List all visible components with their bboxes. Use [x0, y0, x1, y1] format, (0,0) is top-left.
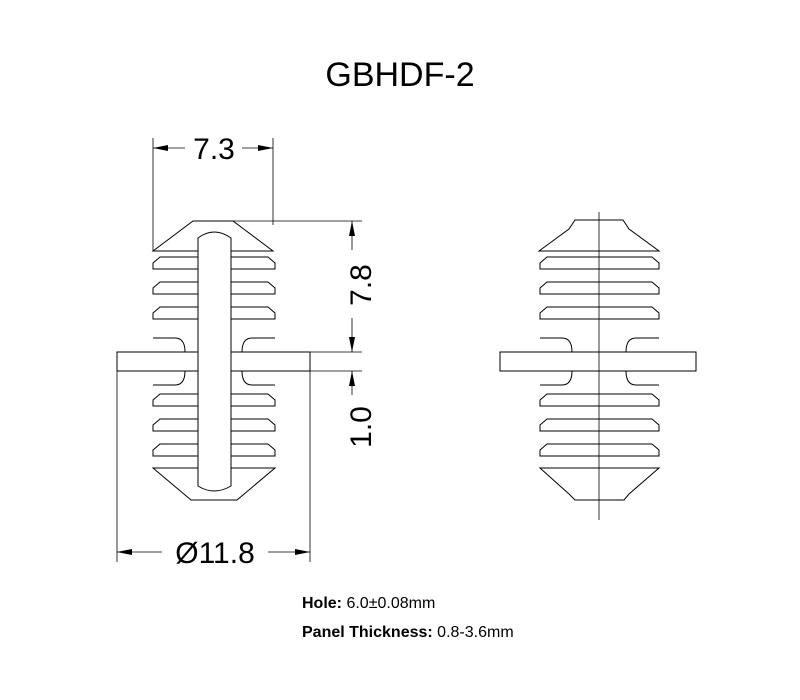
part-title: GBHDF-2 [325, 56, 475, 94]
arrow-icon [349, 337, 355, 352]
right-lower-neck [540, 370, 573, 386]
left-upper-neck [153, 337, 186, 353]
panel-thickness-label: Panel Thickness: [302, 624, 433, 641]
arrow-icon [117, 549, 132, 555]
left-tip [151, 467, 277, 501]
left-part-view [116, 220, 311, 501]
left-lower-fin [152, 418, 276, 432]
right-upper-neck [540, 337, 573, 353]
right-flange [499, 351, 697, 372]
right-upper-fin [539, 281, 660, 295]
left-lower-fin [152, 393, 276, 407]
left-upper-neck [241, 337, 275, 353]
left-lower-fin [152, 443, 276, 457]
hole-spec: Hole: 6.0±0.08mm [302, 595, 435, 613]
dimension-diameter: Ø11.8 [175, 537, 255, 570]
right-lower-fin [539, 443, 660, 457]
left-upper-fin [152, 281, 276, 295]
right-upper-fin [539, 306, 660, 320]
dimension-upper-height: 7.8 [345, 264, 378, 306]
right-tip [538, 467, 661, 501]
right-cap [537, 219, 661, 252]
right-upper-fin [539, 256, 660, 270]
left-lower-neck [241, 370, 275, 386]
panel-thickness-value: 0.8-3.6mm [437, 624, 514, 641]
right-lower-fin [539, 393, 660, 407]
right-lower-neck [625, 370, 659, 386]
left-upper-fin [152, 306, 276, 320]
right-lower-fin [539, 418, 660, 432]
arrow-icon [153, 145, 168, 151]
hole-value: 6.0±0.08mm [346, 595, 436, 612]
panel-thickness-spec: Panel Thickness: 0.8-3.6mm [302, 624, 514, 642]
left-lower-neck [153, 370, 186, 386]
dimension-lower-height: 1.0 [345, 406, 378, 448]
arrow-icon [258, 145, 273, 151]
arrow-icon [349, 221, 355, 236]
left-upper-fin [152, 256, 276, 270]
dimension-top-width: 7.3 [193, 133, 235, 166]
hole-label: Hole: [302, 595, 342, 612]
arrow-icon [295, 549, 310, 555]
right-upper-neck [625, 337, 659, 353]
arrow-icon [349, 371, 355, 386]
right-part-view [499, 212, 697, 520]
left-center-pin [197, 231, 232, 492]
dimension-lines [116, 138, 362, 562]
